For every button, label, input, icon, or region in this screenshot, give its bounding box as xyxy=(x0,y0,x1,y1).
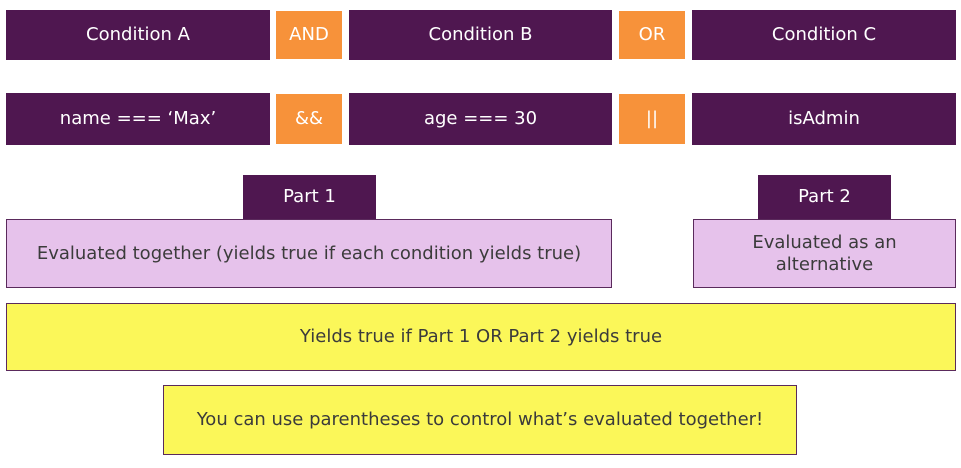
part-1-description: Evaluated together (yields true if each … xyxy=(6,219,612,288)
expression-a-box: name === ‘Max’ xyxy=(6,93,270,145)
part-2-description: Evaluated as an alternative xyxy=(693,219,956,288)
condition-c-box: Condition C xyxy=(692,10,956,60)
part-1-label: Part 1 xyxy=(243,175,376,219)
and-code-operator-box: && xyxy=(275,93,343,145)
or-operator-box: OR xyxy=(618,10,686,60)
condition-a-box: Condition A xyxy=(6,10,270,60)
expression-c-box: isAdmin xyxy=(692,93,956,145)
result-box: Yields true if Part 1 OR Part 2 yields t… xyxy=(6,303,956,371)
parentheses-tip-box: You can use parentheses to control what’… xyxy=(163,385,797,455)
and-operator-box: AND xyxy=(275,10,343,60)
expression-b-box: age === 30 xyxy=(349,93,612,145)
or-code-operator-box: || xyxy=(618,93,686,145)
part-2-label: Part 2 xyxy=(758,175,891,219)
condition-b-box: Condition B xyxy=(349,10,612,60)
